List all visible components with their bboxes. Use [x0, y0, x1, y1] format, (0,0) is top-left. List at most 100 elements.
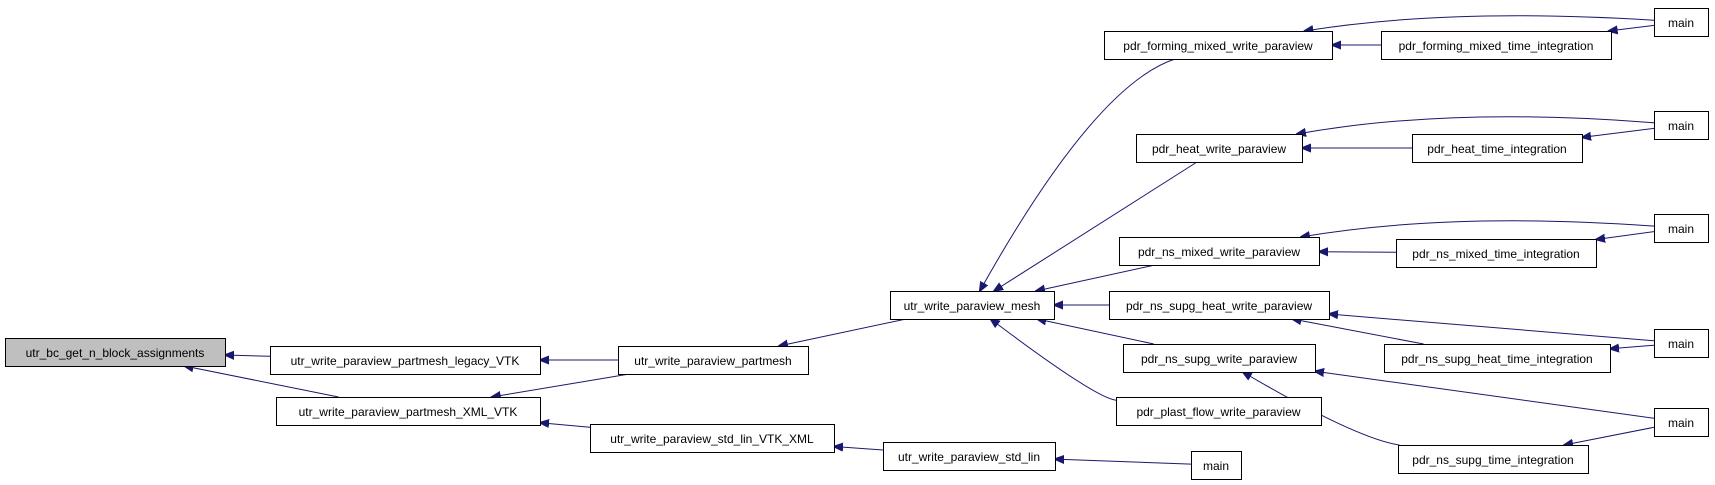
node-label: pdr_ns_supg_time_integration	[1412, 453, 1573, 467]
node-label: utr_bc_get_n_block_assignments	[26, 346, 205, 360]
edge-std_lin_vtk_xml-to-xml_vtk	[540, 423, 591, 428]
node-xml-vtk[interactable]: utr_write_paraview_partmesh_XML_VTK	[276, 397, 541, 426]
node-main-std-lin[interactable]: main	[1191, 451, 1242, 480]
node-label: utr_write_paraview_partmesh_legacy_VTK	[291, 354, 520, 368]
node-root[interactable]: utr_bc_get_n_block_assignments	[5, 338, 226, 367]
node-label: utr_write_paraview_mesh	[904, 299, 1041, 313]
node-label: main	[1668, 119, 1694, 133]
node-box	[890, 291, 1055, 320]
node-label: utr_write_paraview_std_lin_VTK_XML	[610, 432, 814, 446]
node-partmesh[interactable]: utr_write_paraview_partmesh	[618, 346, 809, 375]
edge-main_ns_mixed-to-ns_mixed_write	[1301, 220, 1655, 237]
node-ns-supg-heat-write[interactable]: pdr_ns_supg_heat_write_paraview	[1109, 291, 1330, 320]
node-label: main	[1668, 337, 1694, 351]
node-main-ns-supg[interactable]: main	[1654, 408, 1709, 437]
node-box	[1381, 31, 1612, 60]
edge-main_ns_supg_heat-to-ns_supg_heat_time	[1610, 345, 1655, 349]
node-box	[1116, 397, 1322, 426]
node-label: pdr_forming_mixed_write_paraview	[1123, 39, 1313, 53]
node-box	[1123, 344, 1316, 373]
node-label: pdr_ns_mixed_write_paraview	[1138, 245, 1300, 259]
edge-main_ns_supg_heat-to-ns_supg_heat_write	[1329, 314, 1655, 342]
node-label: pdr_ns_supg_write_paraview	[1141, 352, 1297, 366]
edge-plast_flow_write-to-paraview_mesh	[991, 319, 1117, 401]
edge-std_lin-to-std_lin_vtk_xml	[834, 447, 884, 451]
edge-partmesh-to-xml_vtk	[492, 373, 630, 397]
node-label: pdr_ns_mixed_time_integration	[1412, 247, 1579, 261]
node-ns-mixed-write[interactable]: pdr_ns_mixed_write_paraview	[1119, 237, 1320, 266]
edge-main_forming-to-forming_write	[1304, 15, 1655, 31]
node-box	[1654, 329, 1709, 358]
node-box	[1654, 214, 1709, 243]
node-label: pdr_ns_supg_heat_write_paraview	[1126, 299, 1312, 313]
node-forming-write[interactable]: pdr_forming_mixed_write_paraview	[1104, 31, 1333, 60]
node-box	[1119, 237, 1320, 266]
edge-main_ns_mixed-to-ns_mixed_time	[1596, 231, 1655, 240]
edge-ns_supg_write-to-paraview_mesh	[1037, 319, 1154, 345]
node-label: pdr_heat_time_integration	[1427, 142, 1566, 156]
node-ns-supg-time[interactable]: pdr_ns_supg_time_integration	[1398, 445, 1589, 474]
node-box	[883, 442, 1056, 471]
node-label: main	[1668, 222, 1694, 236]
node-box	[1398, 445, 1589, 474]
edge-ns_supg_time-to-ns_supg_write	[1243, 372, 1400, 446]
edge-heat_write-to-paraview_mesh	[994, 161, 1198, 291]
node-label: utr_write_paraview_partmesh	[634, 354, 791, 368]
node-label: utr_write_paraview_partmesh_XML_VTK	[299, 405, 518, 419]
edge-paraview_mesh-to-partmesh	[779, 318, 907, 346]
node-main-ns-supg-heat[interactable]: main	[1654, 329, 1709, 358]
node-label: pdr_plast_flow_write_paraview	[1136, 405, 1300, 419]
node-box	[618, 346, 809, 375]
node-layer: utr_bc_get_n_block_assignments utr_write_…	[5, 8, 1709, 480]
node-box	[1654, 111, 1709, 140]
edge-ns_supg_heat_time-to-ns_supg_heat_write	[1292, 319, 1424, 345]
node-ns-supg-write[interactable]: pdr_ns_supg_write_paraview	[1123, 344, 1316, 373]
edge-main_ns_supg-to-ns_supg_write	[1315, 371, 1655, 419]
node-box	[1396, 239, 1597, 268]
node-box	[1191, 451, 1242, 480]
node-label: main	[1203, 459, 1229, 473]
node-box	[5, 338, 226, 367]
node-std-lin-vtk-xml[interactable]: utr_write_paraview_std_lin_VTK_XML	[590, 424, 835, 453]
node-box	[1384, 344, 1611, 373]
node-box	[1109, 291, 1330, 320]
node-plast-flow-write[interactable]: pdr_plast_flow_write_paraview	[1116, 397, 1322, 426]
node-box	[1654, 408, 1709, 437]
node-box	[276, 397, 541, 426]
edge-main_std_lin-to-std_lin	[1055, 459, 1192, 465]
edge-forming_write-to-paraview_mesh	[980, 58, 1176, 291]
node-label: pdr_forming_mixed_time_integration	[1399, 39, 1594, 53]
node-label: main	[1668, 416, 1694, 430]
node-ns-mixed-time[interactable]: pdr_ns_mixed_time_integration	[1396, 239, 1597, 268]
node-main-heat[interactable]: main	[1654, 111, 1709, 140]
node-forming-time[interactable]: pdr_forming_mixed_time_integration	[1381, 31, 1612, 60]
node-box	[590, 424, 835, 453]
node-label: pdr_ns_supg_heat_time_integration	[1401, 352, 1592, 366]
edge-layer	[185, 15, 1655, 465]
node-legacy-vtk[interactable]: utr_write_paraview_partmesh_legacy_VTK	[270, 346, 541, 375]
edge-ns_mixed_write-to-paraview_mesh	[1036, 264, 1156, 291]
edge-main_heat-to-heat_write	[1297, 116, 1655, 134]
node-box	[1654, 8, 1709, 37]
node-main-forming[interactable]: main	[1654, 8, 1709, 37]
node-box	[1136, 134, 1303, 163]
node-heat-time[interactable]: pdr_heat_time_integration	[1412, 134, 1583, 163]
node-paraview-mesh[interactable]: utr_write_paraview_mesh	[890, 291, 1055, 320]
node-label: main	[1668, 16, 1694, 30]
edge-xml_vtk-to-root	[185, 366, 339, 398]
node-box	[1104, 31, 1333, 60]
node-heat-write[interactable]: pdr_heat_write_paraview	[1136, 134, 1303, 163]
node-box	[270, 346, 541, 375]
edge-ns_mixed_time-to-ns_mixed_write	[1319, 252, 1397, 253]
node-std-lin[interactable]: utr_write_paraview_std_lin	[883, 442, 1056, 471]
edge-legacy_vtk-to-root	[225, 355, 271, 356]
edge-main_ns_supg-to-ns_supg_time	[1564, 426, 1655, 445]
node-box	[1412, 134, 1583, 163]
node-label: utr_write_paraview_std_lin	[898, 450, 1040, 464]
edge-main_forming-to-forming_time	[1609, 24, 1655, 31]
node-ns-supg-heat-time[interactable]: pdr_ns_supg_heat_time_integration	[1384, 344, 1611, 373]
node-label: pdr_heat_write_paraview	[1152, 142, 1286, 156]
node-main-ns-mixed[interactable]: main	[1654, 214, 1709, 243]
